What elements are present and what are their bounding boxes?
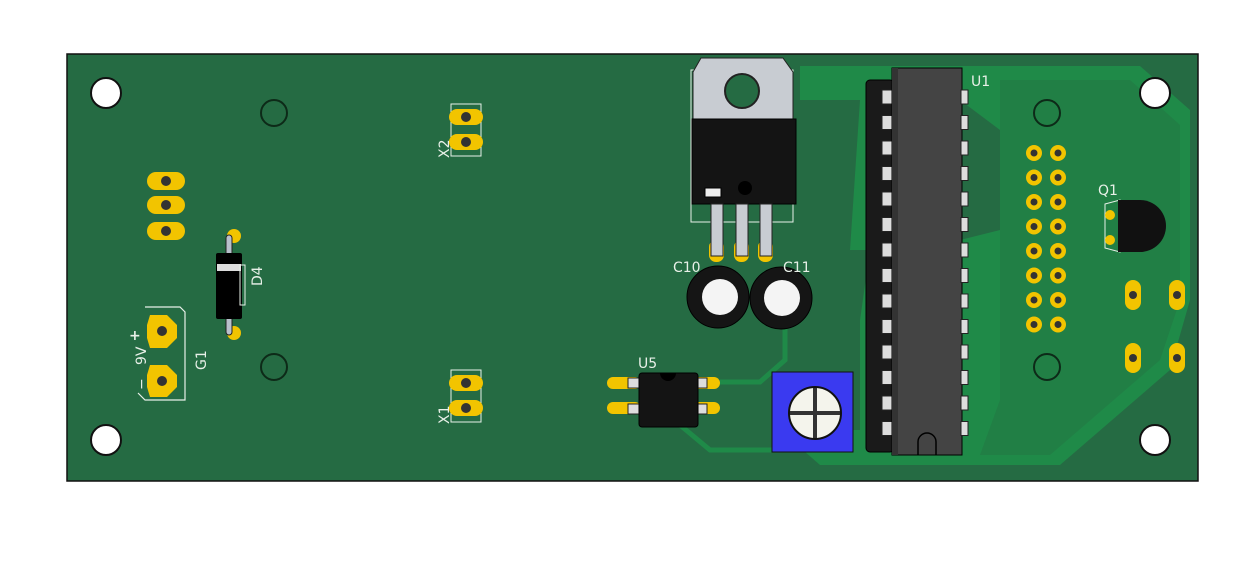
u1-label: U1	[971, 74, 990, 90]
ic-pin	[960, 268, 969, 283]
diode-d4: D4	[216, 229, 266, 340]
header-pad-hole	[1030, 321, 1038, 328]
socket-pin	[881, 319, 893, 334]
socket-pin	[881, 344, 893, 360]
header-pad-hole	[1054, 149, 1062, 157]
ic-pin	[960, 395, 969, 411]
header-pad-hole	[1054, 247, 1062, 255]
ic-pin	[960, 140, 969, 156]
g1-minus-label: −	[134, 378, 150, 390]
ic-u1-socket	[865, 67, 969, 456]
g1-plus-label: +	[129, 328, 141, 344]
pad-holes	[1129, 291, 1181, 362]
mounting-holes	[90, 77, 1171, 456]
c10-label: C10	[673, 260, 701, 276]
ic-pin	[960, 319, 969, 334]
ic-pin	[960, 242, 969, 258]
socket-pin	[881, 421, 893, 436]
socket-pin	[881, 115, 893, 130]
d4-label: D4	[250, 266, 266, 286]
capacitor-c10: C10	[673, 260, 750, 329]
trimmer-potentiometer	[771, 371, 854, 453]
header-pad-hole	[1054, 296, 1062, 304]
g1-voltage-label: 9V	[134, 346, 150, 365]
socket-pin	[881, 395, 893, 411]
header-3pin	[147, 172, 185, 240]
socket-pin	[881, 140, 893, 156]
connector-x1: X1	[437, 369, 483, 425]
u5-label: U5	[638, 356, 657, 372]
ic-pin	[960, 217, 969, 232]
header-pad-hole	[1054, 272, 1062, 279]
header-pad-hole	[1054, 198, 1062, 206]
ic-pin	[960, 191, 969, 207]
header-pad-hole	[1054, 174, 1062, 181]
header-pad-hole	[1030, 174, 1038, 181]
battery-connector-g1: + 9V − G1	[129, 306, 210, 401]
ic-pin	[960, 344, 969, 360]
capacitor-c11: C11	[749, 260, 813, 330]
q1-label: Q1	[1098, 183, 1118, 199]
ic-pin	[960, 293, 969, 309]
socket-pin	[881, 242, 893, 258]
header-pad-hole	[1030, 296, 1038, 304]
voltage-regulator	[690, 57, 797, 262]
header-pad-hole	[1030, 198, 1038, 206]
header-pad-hole	[1030, 149, 1038, 157]
header-pad-hole	[1054, 321, 1062, 328]
socket-pin	[881, 217, 893, 232]
ic-pin	[960, 115, 969, 130]
c11-label: C11	[783, 260, 811, 276]
socket-pin	[881, 89, 893, 105]
header-pad-hole	[1030, 223, 1038, 230]
header-pad-hole	[1054, 223, 1062, 230]
header-2x8	[1026, 145, 1066, 333]
socket-pin	[881, 293, 893, 309]
ic-pin	[960, 89, 969, 105]
header-pad-hole	[1030, 247, 1038, 255]
ic-pin	[960, 166, 969, 181]
header-pad-hole	[1030, 272, 1038, 279]
small-holes	[260, 99, 1061, 381]
optocoupler-u5: U5	[607, 356, 720, 428]
x1-label: X1	[437, 406, 453, 425]
trace	[720, 320, 788, 385]
x2-label: X2	[437, 140, 453, 159]
copper-pour-inner	[880, 80, 1180, 455]
socket-pin	[881, 268, 893, 283]
transistor-q1: Q1	[1098, 183, 1166, 253]
trace	[678, 423, 780, 453]
ic-pin	[960, 370, 969, 385]
g1-label: G1	[194, 350, 210, 370]
socket-pin	[881, 166, 893, 181]
connector-x2: X2	[437, 103, 483, 159]
socket-pin	[881, 191, 893, 207]
socket-pin	[881, 370, 893, 385]
ic-pin	[960, 421, 969, 436]
copper-pour-inner	[960, 100, 1000, 240]
